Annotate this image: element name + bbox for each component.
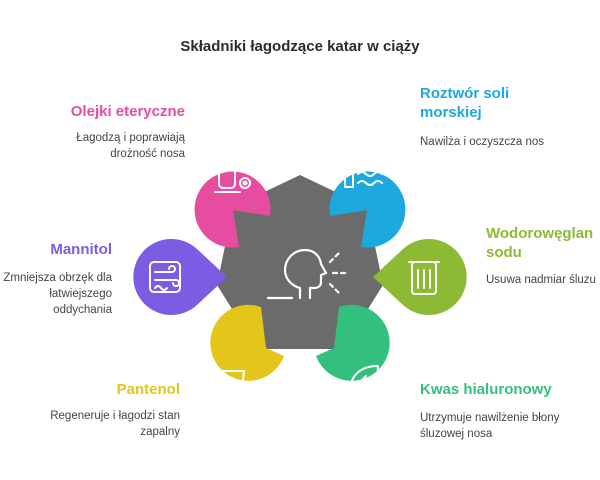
- petal-roztwor[interactable]: [329, 171, 406, 248]
- petal-olejki[interactable]: [194, 171, 271, 248]
- label-pantenol: Pantenol: [116, 381, 180, 398]
- label-wodoroweglan: Wodorowęglan sodu: [486, 225, 594, 261]
- leaf-drop-icon: [349, 365, 379, 402]
- center-shape: [217, 175, 383, 349]
- label-mannitol: Mannitol: [50, 241, 112, 258]
- desc-pantenol: Regeneruje i łagodzi stan zapalny: [50, 410, 180, 438]
- desc-mannitol: Zmniejsza obrzęk dla łatwiejszego oddych…: [3, 272, 112, 316]
- petal-pantenol[interactable]: [210, 304, 284, 381]
- desc-roztwor: Nawilża i oczyszcza nos: [420, 136, 544, 148]
- label-kwas: Kwas hialuronowy: [420, 381, 552, 398]
- ointment-tube-icon: [221, 370, 245, 405]
- label-roztwor: Roztwór soli morskiej: [420, 85, 510, 121]
- petal-kwas[interactable]: [316, 304, 390, 381]
- sea-waves-icon: [344, 157, 383, 188]
- desc-olejki: Łagodzą i poprawiają drożność nosa: [76, 132, 185, 160]
- soda-container-icon: [408, 261, 440, 295]
- breathing-head-icon: [266, 248, 348, 300]
- aroma-bottle-icon: [214, 153, 251, 193]
- desc-wodoroweglan: Usuwa nadmiar śluzu: [486, 274, 596, 286]
- wind-icon: [149, 261, 181, 293]
- petal-wodoroweglan[interactable]: [373, 238, 467, 316]
- label-olejki: Olejki eteryczne: [70, 103, 185, 120]
- diagram-title: Składniki łagodzące katar w ciąży: [180, 38, 420, 55]
- desc-kwas: Utrzymuje nawilżenie błony śluzowej nosa: [420, 412, 560, 440]
